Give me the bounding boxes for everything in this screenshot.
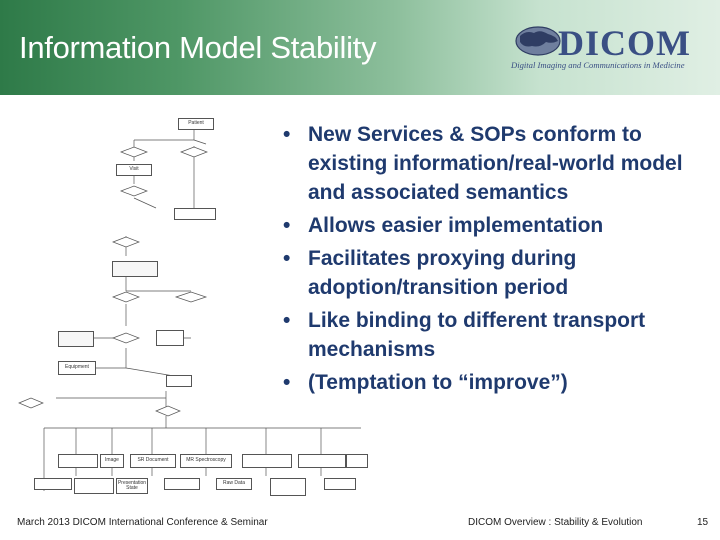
diagram-box bbox=[58, 331, 94, 347]
diagram-box: Equipment bbox=[58, 361, 96, 375]
logo-wordmark: DICOM bbox=[558, 23, 691, 63]
diagram-box bbox=[346, 454, 368, 468]
diagram-box bbox=[270, 478, 306, 496]
diagram-lines bbox=[18, 130, 361, 491]
diagram-box: Visit bbox=[116, 164, 152, 176]
diagram-box bbox=[324, 478, 356, 490]
slide-title: Information Model Stability bbox=[19, 30, 377, 65]
diagram-box bbox=[174, 208, 216, 220]
bullet-item: (Temptation to “improve”) bbox=[280, 368, 710, 397]
diagram-box bbox=[156, 330, 184, 346]
diagram-box bbox=[112, 261, 158, 277]
diagram-box bbox=[34, 478, 72, 490]
bullet-item: Facilitates proxying during adoption/tra… bbox=[280, 244, 710, 302]
diagram-box bbox=[58, 454, 98, 468]
bullet-item: New Services & SOPs conform to existing … bbox=[280, 120, 710, 207]
diagram-box: Patient bbox=[178, 118, 214, 130]
diagram-box bbox=[74, 478, 114, 494]
diagram-box: Presentation State bbox=[116, 478, 148, 494]
footer-topic: DICOM Overview : Stability & Evolution bbox=[468, 517, 643, 528]
footer-conference: March 2013 DICOM International Conferenc… bbox=[17, 517, 268, 528]
diagram-box: MR Spectroscopy bbox=[180, 454, 232, 468]
logo-tagline: Digital Imaging and Communications in Me… bbox=[511, 60, 685, 70]
diagram-box bbox=[298, 454, 346, 468]
bullet-item: Allows easier implementation bbox=[280, 211, 710, 240]
slide-header: Information Model Stability DICOM Digita… bbox=[0, 0, 720, 95]
page-number: 15 bbox=[697, 517, 709, 528]
information-model-diagram: Patient Visit Equipment Image SR Documen… bbox=[16, 116, 368, 500]
globe-icon bbox=[515, 26, 561, 56]
dicom-logo: DICOM Digital Imaging and Communications… bbox=[506, 18, 698, 78]
diagram-box bbox=[164, 478, 200, 490]
diagram-box: Image bbox=[100, 454, 124, 468]
bullet-item: Like binding to different transport mech… bbox=[280, 306, 710, 364]
bullet-list: New Services & SOPs conform to existing … bbox=[280, 120, 710, 401]
diagram-box: SR Document bbox=[130, 454, 176, 468]
diagram-box: Raw Data bbox=[216, 478, 252, 490]
diagram-box bbox=[166, 375, 192, 387]
diagram-box bbox=[242, 454, 292, 468]
